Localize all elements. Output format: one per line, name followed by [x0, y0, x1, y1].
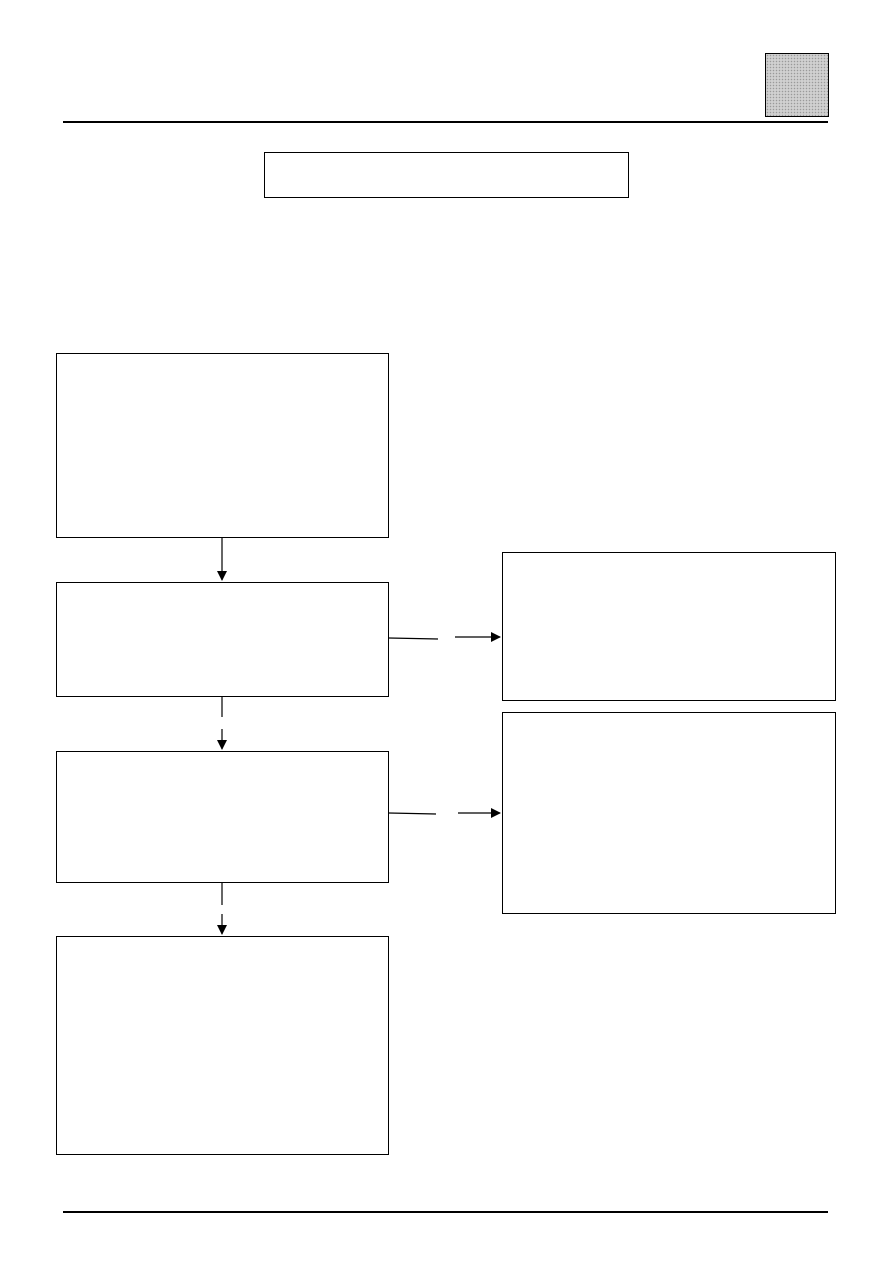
title-box: [264, 152, 629, 198]
flow-branch-1: [502, 552, 836, 701]
footer-rule: [63, 1211, 828, 1213]
arrow-step3-branch2: [388, 808, 501, 818]
arrow-step2-branch1: [388, 632, 501, 642]
shaded-square-icon: [765, 53, 829, 117]
flow-step-4: [56, 936, 389, 1155]
header-rule: [63, 121, 828, 123]
flow-branch-2: [502, 712, 836, 914]
flow-step-3: [56, 751, 389, 883]
flow-step-2: [56, 582, 389, 697]
flow-step-1: [56, 353, 389, 538]
